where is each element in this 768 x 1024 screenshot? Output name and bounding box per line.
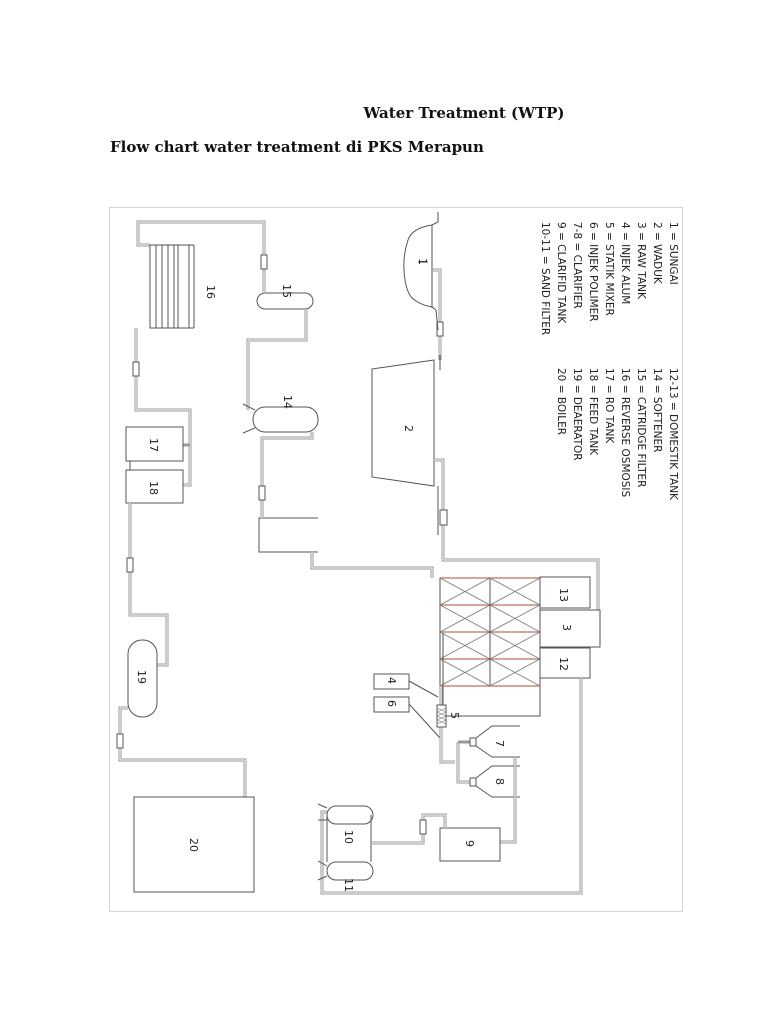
label-9: 9 bbox=[463, 840, 476, 847]
component-6-injek-polimer: 6 bbox=[373, 696, 441, 739]
pipe-19-to-20 bbox=[116, 706, 247, 797]
legend: 1 = SUNGAI 2 = WADUK 3 = RAW TANK 4 = IN… bbox=[539, 222, 679, 501]
component-11-sand-filter: 11 bbox=[317, 860, 374, 892]
component-7-clarifier: 7 bbox=[469, 725, 520, 758]
component-4-injek-alum: 4 bbox=[373, 673, 439, 698]
legend-item-16: 16 = REVERSE OSMOSIS bbox=[619, 368, 631, 498]
label-12: 12 bbox=[557, 657, 570, 671]
legend-item-10-11: 10-11 = SAND FILTER bbox=[539, 222, 551, 335]
legend-item-17: 17 = RO TANK bbox=[603, 368, 615, 444]
component-15-catridge-filter: 15 bbox=[256, 284, 314, 310]
legend-item-20: 20 = BOILER bbox=[555, 368, 567, 435]
component-2-waduk: 2 bbox=[371, 355, 441, 487]
filter-lattice bbox=[439, 577, 541, 720]
diagram-frame bbox=[109, 207, 683, 912]
pipe-tank-to-14 bbox=[258, 432, 314, 518]
label-5: 5 bbox=[448, 712, 461, 719]
legend-item-7-8: 7-8 = CLARIFIER bbox=[571, 222, 583, 309]
pipe-to-clarifiers bbox=[456, 740, 470, 784]
legend-item-15: 15 = CATRIDGE FILTER bbox=[635, 368, 647, 487]
label-18: 18 bbox=[147, 481, 160, 495]
label-4: 4 bbox=[385, 677, 398, 684]
label-20: 20 bbox=[187, 838, 200, 852]
component-19-deaerator: 19 bbox=[127, 639, 158, 718]
pipe-15-to-16 bbox=[136, 220, 268, 293]
component-14-softener: 14 bbox=[242, 395, 319, 434]
legend-item-2: 2 = WADUK bbox=[651, 222, 663, 285]
component-13-domestik-tank: 13 bbox=[539, 576, 591, 609]
component-18-feed-tank: 18 bbox=[125, 461, 184, 504]
label-15: 15 bbox=[280, 284, 293, 298]
pipe-1-to-2 bbox=[433, 268, 444, 360]
legend-item-1: 1 = SUNGAI bbox=[667, 222, 679, 285]
pipe-12-to-sandfilter bbox=[320, 678, 583, 895]
label-10: 10 bbox=[342, 830, 355, 844]
legend-item-4: 4 = INJEK ALUM bbox=[619, 222, 631, 304]
component-9-clarifid-tank: 9 bbox=[439, 827, 501, 862]
label-1: 1 bbox=[416, 258, 429, 265]
label-3: 3 bbox=[560, 624, 573, 631]
document-title-text: Water Treatment (WTP) bbox=[363, 104, 565, 122]
component-10-sand-filter: 10 bbox=[317, 803, 374, 862]
component-12-domestik-tank: 12 bbox=[539, 647, 591, 679]
label-11: 11 bbox=[342, 878, 355, 892]
component-17-ro-tank: 17 bbox=[125, 426, 184, 462]
pipe-14-to-15 bbox=[246, 309, 308, 410]
label-16: 16 bbox=[204, 285, 217, 299]
document-title: Water Treatment (WTP) bbox=[0, 104, 768, 122]
component-16-reverse-osmosis: 16 bbox=[149, 244, 217, 329]
legend-item-19: 19 = DEAERATOR bbox=[571, 368, 583, 461]
legend-item-14: 14 = SOFTENER bbox=[651, 368, 663, 452]
label-17: 17 bbox=[147, 438, 160, 452]
label-8: 8 bbox=[493, 778, 506, 785]
label-6: 6 bbox=[385, 700, 398, 707]
pipe-16-to-17 bbox=[132, 328, 192, 487]
document-subtitle: Flow chart water treatment di PKS Merapu… bbox=[110, 138, 484, 156]
label-19: 19 bbox=[135, 670, 148, 684]
component-3-raw-tank: 3 bbox=[539, 609, 601, 648]
legend-item-9: 9 = CLARIFID TANK bbox=[555, 222, 567, 324]
label-2: 2 bbox=[402, 425, 415, 432]
label-14: 14 bbox=[281, 395, 294, 409]
component-5-statik-mixer: 5 bbox=[436, 686, 461, 764]
label-7: 7 bbox=[493, 740, 506, 747]
legend-item-6: 6 = INJEK POLIMER bbox=[587, 222, 599, 322]
pipe-9-to-10 bbox=[372, 813, 447, 845]
legend-item-3: 3 = RAW TANK bbox=[635, 222, 647, 300]
component-8-clarifier: 8 bbox=[469, 765, 520, 798]
legend-item-18: 18 = FEED TANK bbox=[587, 368, 599, 456]
legend-item-12-13: 12-13 = DOMESTIK TANK bbox=[667, 368, 679, 501]
intermediate-tank bbox=[258, 517, 434, 578]
pipe-8-to-9 bbox=[500, 757, 517, 844]
component-20-boiler: 20 bbox=[133, 796, 255, 893]
pipe-18-to-19 bbox=[126, 503, 169, 667]
label-13: 13 bbox=[557, 588, 570, 602]
legend-item-5: 5 = STATIK MIXER bbox=[603, 222, 615, 316]
component-1-sungai: 1 bbox=[403, 212, 439, 311]
